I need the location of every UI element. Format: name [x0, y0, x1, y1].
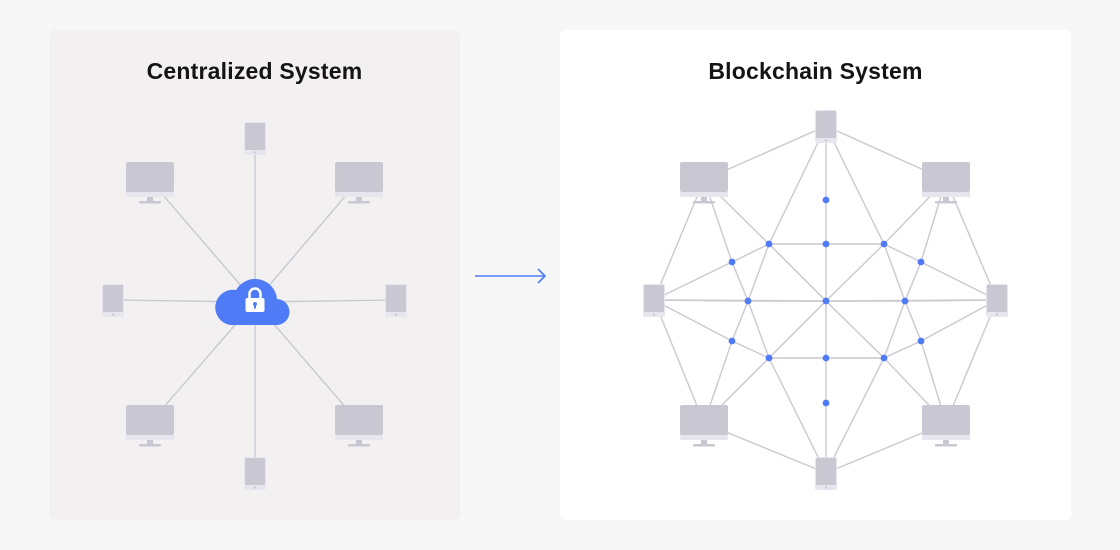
block-node-dot — [728, 258, 736, 266]
block-node-dot — [917, 337, 925, 345]
phone-icon — [244, 457, 266, 490]
blockchain-edge — [731, 300, 749, 342]
blockchain-edge — [768, 243, 827, 302]
block-node-dot — [744, 297, 752, 305]
phone-icon — [815, 457, 837, 490]
desktop-icon — [126, 405, 174, 447]
block-node-dot — [765, 354, 773, 362]
blockchain-edge — [904, 300, 922, 342]
centralized-title: Centralized System — [146, 58, 363, 84]
block-node-dot — [880, 354, 888, 362]
block-node-dot — [728, 337, 736, 345]
centralized-edge — [149, 179, 256, 303]
block-node-dot — [765, 240, 773, 248]
blockchain-edge — [653, 261, 733, 301]
blockchain-edge — [768, 300, 827, 359]
blockchain-edge — [825, 243, 885, 302]
blockchain-edge — [920, 261, 998, 301]
blockchain-edge — [825, 357, 885, 474]
blockchain-edge — [731, 243, 770, 263]
blockchain-edge — [653, 299, 733, 342]
desktop-icon — [680, 162, 728, 204]
block-node-dot — [822, 354, 830, 362]
block-node-dot — [880, 240, 888, 248]
block-node-dot — [822, 297, 830, 305]
phone-icon — [102, 284, 124, 317]
phone-icon — [986, 284, 1008, 317]
blockchain-edge — [747, 243, 770, 302]
phone-icon — [643, 284, 665, 317]
desktop-icon — [335, 405, 383, 447]
arrow-right-icon — [475, 268, 546, 284]
blockchain-edge — [731, 261, 749, 302]
block-node-dot — [901, 297, 909, 305]
blockchain-edge — [825, 125, 885, 245]
blockchain-edge — [747, 300, 770, 359]
blockchain-edge — [904, 261, 922, 302]
blockchain-edge — [768, 357, 827, 474]
desktop-icon — [922, 162, 970, 204]
blockchain-edge — [920, 299, 998, 342]
blockchain-edge — [945, 179, 998, 301]
centralized-edge — [254, 179, 360, 303]
blockchain-edge — [653, 179, 705, 301]
block-node-dot — [822, 399, 830, 407]
blockchain-title: Blockchain System — [708, 58, 923, 84]
desktop-icon — [335, 162, 383, 204]
phone-icon — [385, 284, 407, 317]
phone-icon — [815, 110, 837, 143]
blockchain-edge — [883, 243, 922, 263]
blockchain-edge — [883, 243, 906, 302]
desktop-icon — [680, 405, 728, 447]
desktop-icon — [922, 405, 970, 447]
blockchain-edge — [883, 340, 922, 359]
blockchain-edge — [768, 125, 827, 245]
cloud-lock-icon — [215, 278, 290, 326]
blockchain-edge — [653, 299, 705, 424]
blockchain-edge — [883, 300, 906, 359]
blockchain-edge — [825, 300, 885, 359]
blockchain-edge — [945, 299, 998, 424]
blockchain-edge — [731, 340, 770, 359]
block-node-dot — [822, 196, 830, 204]
desktop-icon — [126, 162, 174, 204]
phone-icon — [244, 122, 266, 155]
block-node-dot — [822, 240, 830, 248]
block-node-dot — [917, 258, 925, 266]
